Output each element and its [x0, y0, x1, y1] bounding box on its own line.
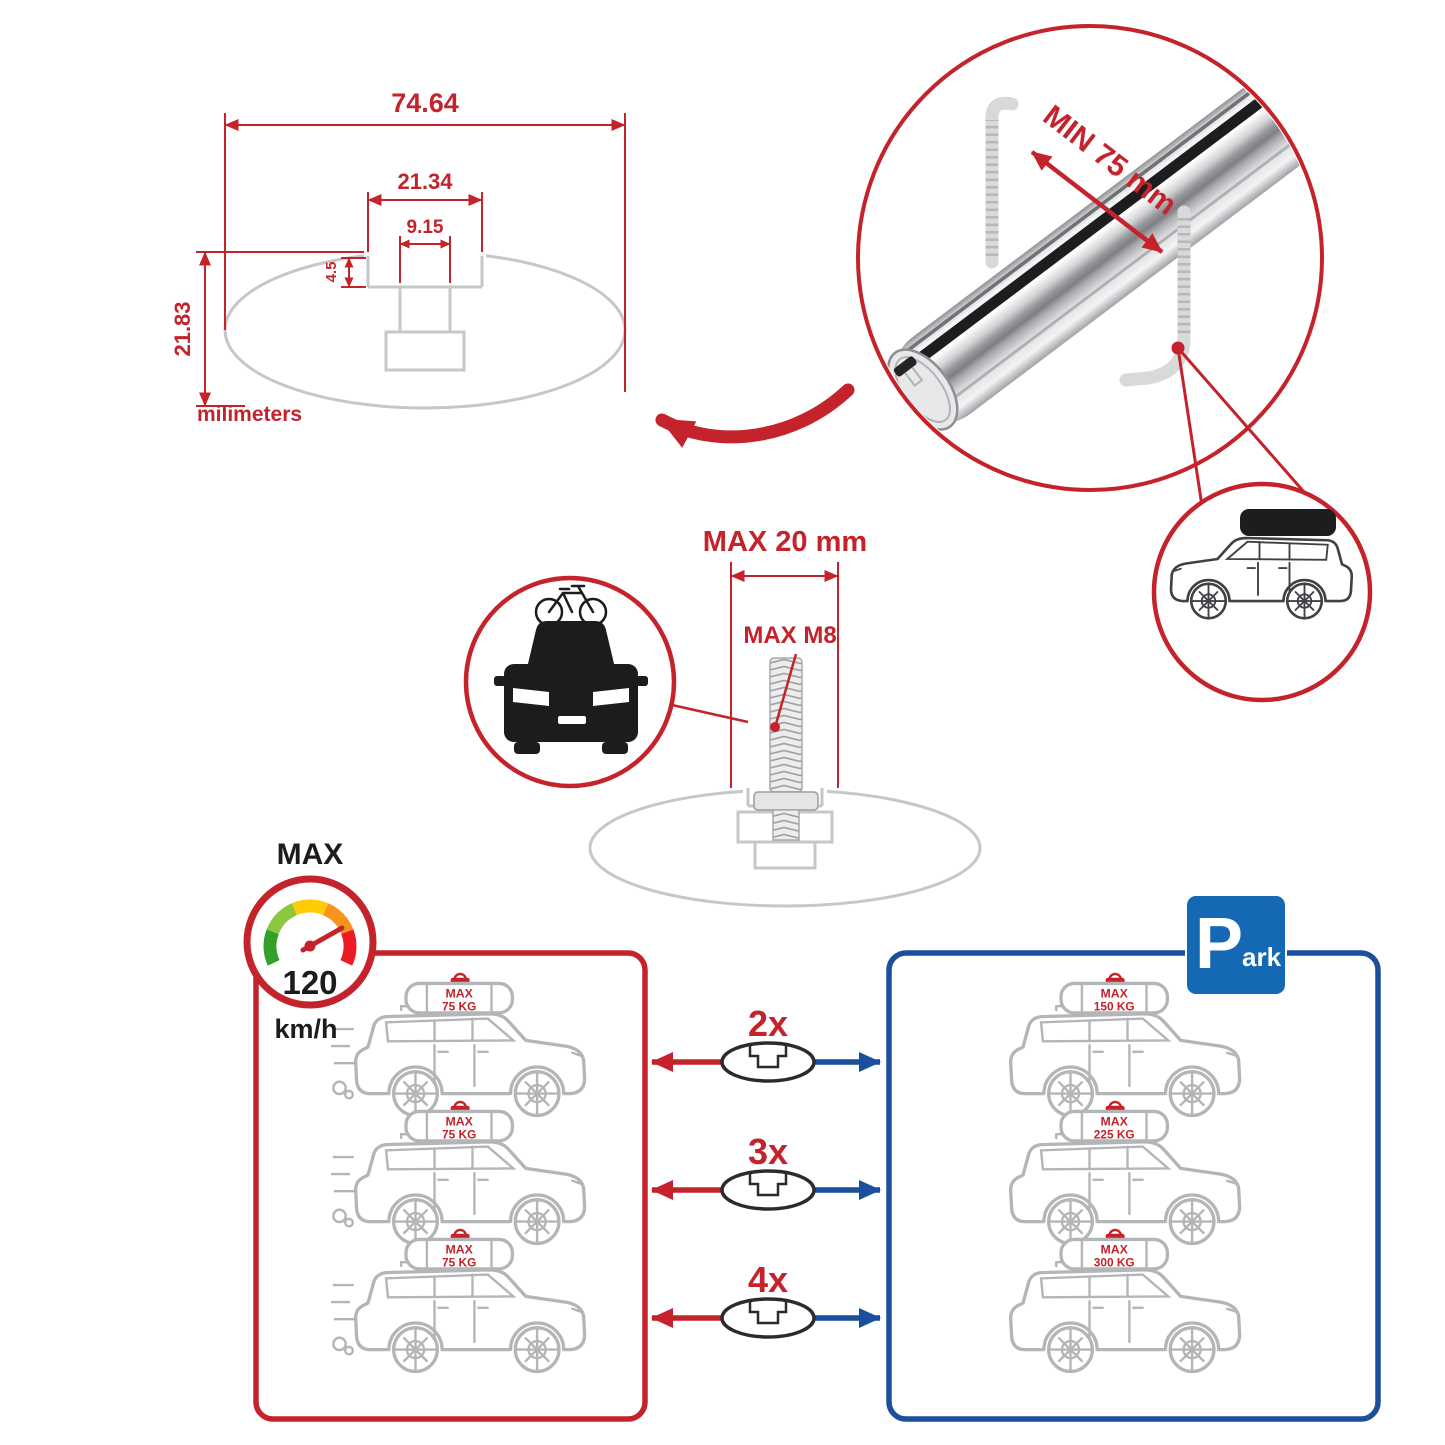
parking-sign-plate — [1185, 894, 1287, 996]
gauge-arc — [263, 899, 357, 966]
car-front-detail — [463, 575, 749, 789]
crossbar-profile-icon — [720, 1297, 816, 1339]
multiplier-label-3: 4x — [748, 1259, 788, 1300]
bars-count-row-3: 4x — [651, 1259, 881, 1339]
car-front-icon — [494, 621, 648, 754]
callout-lines — [1176, 347, 1320, 509]
profile-slot — [748, 1046, 788, 1069]
max-length-label: MAX 20 mm — [703, 526, 867, 558]
bag-max-label: MAX — [445, 987, 473, 1001]
car-parked-1: MAX 150 KG — [1008, 972, 1242, 1118]
dimension-total-width: 74.64 — [224, 88, 626, 392]
crossbar-render-detail: MIN 75 mm — [856, 24, 1324, 509]
clamp-rod-left-icon — [985, 96, 1019, 269]
car-parked-3: MAX 300 KG — [1008, 1228, 1242, 1374]
speed-value: 120 — [282, 964, 337, 1001]
profile-technical-drawing: 74.64 21.34 9.15 4.5 21.83 milimeters — [170, 88, 627, 426]
bag-max-label: MAX — [1100, 1243, 1128, 1257]
profile-slot — [748, 1302, 788, 1325]
speed-units: km/h — [274, 1014, 337, 1044]
slot-channel — [384, 330, 466, 372]
car-front-leader — [671, 703, 749, 724]
min-gap-arrow — [1030, 150, 1164, 254]
profile-slot — [748, 1174, 788, 1197]
car-driving-2: MAX 75 KG — [330, 1100, 587, 1246]
dimension-lip-depth: 4.5 — [323, 257, 366, 288]
bag-weight-label: 225 KG — [1094, 1127, 1135, 1141]
slot-inner-width-label: 9.15 — [407, 217, 444, 238]
car-driving-1: MAX 75 KG — [330, 972, 587, 1118]
bag-weight-label: 300 KG — [1094, 1255, 1135, 1269]
bars-count-row-1: 2x — [651, 1003, 881, 1083]
total-width-label: 74.64 — [391, 88, 459, 118]
multiplier-label-1: 2x — [748, 1003, 788, 1044]
bag-weight-label: 75 KG — [442, 1255, 476, 1269]
units-label: milimeters — [197, 403, 302, 426]
parking-sign-icon: P ark — [1185, 894, 1287, 996]
suv-roofbox-detail — [1151, 481, 1373, 703]
bag-weight-label: 75 KG — [442, 1127, 476, 1141]
speed-limit: MAX 120 km/h — [243, 838, 377, 1044]
dimension-total-height: 21.83 — [170, 251, 364, 407]
callout-arrow-icon — [655, 383, 855, 448]
dimension-bolt-thread: MAX M8 — [743, 622, 837, 732]
multiplier-label-2: 3x — [748, 1131, 788, 1172]
car-parked-2: MAX 225 KG — [1008, 1100, 1242, 1246]
roof-box-icon — [1240, 509, 1336, 536]
crossbar-cross-section-icon — [223, 244, 627, 410]
crossbar-profile-icon — [720, 1169, 816, 1211]
bag-max-label: MAX — [1100, 1115, 1128, 1129]
bars-count-row-2: 3x — [651, 1131, 881, 1211]
dimension-bolt-length: MAX 20 mm — [703, 526, 867, 788]
dimension-slot-inner-width: 9.15 — [399, 217, 451, 283]
parking-suffix: ark — [1242, 942, 1282, 972]
bag-max-label: MAX — [445, 1115, 473, 1129]
speed-max-label: MAX — [277, 838, 344, 871]
gauge-pivot — [304, 940, 316, 952]
parking-letter: P — [1195, 904, 1243, 984]
bolt-detail: MAX 20 mm MAX M8 — [463, 526, 982, 908]
dimension-slot-outer-width: 21.34 — [367, 169, 483, 252]
max-thread-label: MAX M8 — [743, 622, 836, 649]
bolt-icon — [753, 657, 819, 841]
car-driving-3: MAX 75 KG — [330, 1228, 587, 1374]
slot-outer-width-label: 21.34 — [397, 169, 453, 194]
bag-max-label: MAX — [1100, 987, 1128, 1001]
crossbar-profile-icon — [720, 1041, 816, 1083]
lip-depth-label: 4.5 — [323, 262, 340, 283]
bag-weight-label: 150 KG — [1094, 999, 1135, 1013]
clamp-rod-right-icon — [1119, 205, 1191, 387]
total-height-label: 21.83 — [170, 301, 195, 356]
bag-weight-label: 75 KG — [442, 999, 476, 1013]
bag-max-label: MAX — [445, 1243, 473, 1257]
